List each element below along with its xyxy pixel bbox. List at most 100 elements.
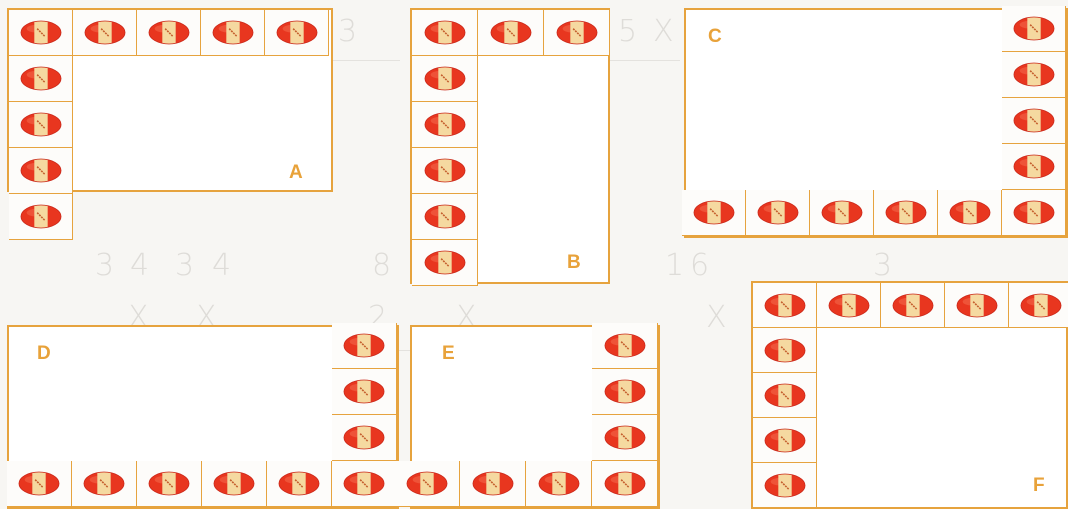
candy-icon bbox=[424, 66, 466, 91]
candy-icon bbox=[20, 112, 62, 137]
candy-icon bbox=[1020, 293, 1062, 318]
candy-cell bbox=[137, 10, 201, 56]
candy-icon bbox=[949, 200, 991, 225]
ghost-char: 3 bbox=[873, 248, 892, 283]
candy-icon bbox=[538, 471, 580, 496]
ghost-line bbox=[600, 60, 680, 61]
candy-icon bbox=[424, 20, 466, 45]
candy-cell bbox=[9, 194, 73, 240]
candy-icon bbox=[148, 471, 190, 496]
candy-cell bbox=[592, 415, 658, 461]
candy-cell bbox=[412, 240, 478, 286]
candy-icon bbox=[604, 333, 646, 358]
candy-cell bbox=[9, 148, 73, 194]
ghost-char: 8 bbox=[372, 248, 391, 283]
candy-cell bbox=[746, 190, 810, 236]
candy-icon bbox=[424, 204, 466, 229]
candy-icon bbox=[212, 20, 254, 45]
candy-icon bbox=[757, 200, 799, 225]
panel-e: E bbox=[410, 325, 660, 509]
candy-icon bbox=[18, 471, 60, 496]
ghost-char: 4 bbox=[130, 248, 149, 283]
candy-cell bbox=[592, 369, 658, 415]
candy-cell bbox=[874, 190, 938, 236]
candy-cell bbox=[267, 461, 332, 507]
candy-cell bbox=[544, 10, 610, 56]
candy-icon bbox=[764, 383, 806, 408]
candy-cell bbox=[412, 56, 478, 102]
panel-label: A bbox=[289, 162, 303, 184]
panel-label: C bbox=[708, 26, 722, 48]
candy-icon bbox=[343, 333, 385, 358]
candy-cell bbox=[478, 10, 544, 56]
candy-icon bbox=[148, 20, 190, 45]
panel-c: C bbox=[684, 8, 1068, 238]
candy-icon bbox=[1013, 108, 1055, 133]
ghost-char: 6 bbox=[690, 248, 709, 283]
candy-cell bbox=[1002, 6, 1066, 52]
candy-icon bbox=[20, 204, 62, 229]
ghost-char: 3 bbox=[95, 248, 114, 283]
candy-cell bbox=[1002, 52, 1066, 98]
candy-cell bbox=[1002, 190, 1066, 236]
candy-icon bbox=[20, 20, 62, 45]
candy-icon bbox=[84, 20, 126, 45]
ghost-char: 1 bbox=[665, 248, 684, 283]
candy-cell bbox=[682, 190, 746, 236]
candy-icon bbox=[604, 379, 646, 404]
candy-cell bbox=[753, 328, 817, 373]
candy-cell bbox=[332, 369, 397, 415]
candy-cell bbox=[526, 461, 592, 507]
candy-cell bbox=[412, 148, 478, 194]
candy-cell bbox=[7, 461, 72, 507]
candy-cell bbox=[72, 461, 137, 507]
candy-cell bbox=[810, 190, 874, 236]
ghost-char: 4 bbox=[212, 248, 231, 283]
candy-icon bbox=[956, 293, 998, 318]
panel-label: F bbox=[1033, 475, 1045, 497]
candy-cell bbox=[592, 323, 658, 369]
panel-label: D bbox=[37, 343, 51, 365]
candy-icon bbox=[343, 425, 385, 450]
panel-label: B bbox=[567, 252, 581, 274]
candy-cell bbox=[945, 283, 1009, 328]
candy-cell bbox=[753, 463, 817, 508]
candy-cell bbox=[460, 461, 526, 507]
candy-cell bbox=[753, 418, 817, 463]
candy-cell bbox=[412, 10, 478, 56]
candy-cell bbox=[332, 461, 397, 507]
candy-cell bbox=[753, 373, 817, 418]
candy-icon bbox=[424, 112, 466, 137]
ghost-char: 3 bbox=[175, 248, 194, 283]
candy-icon bbox=[764, 338, 806, 363]
candy-cell bbox=[332, 415, 397, 461]
candy-cell bbox=[201, 10, 265, 56]
candy-icon bbox=[83, 471, 125, 496]
candy-cell bbox=[412, 194, 478, 240]
candy-cell bbox=[73, 10, 137, 56]
ghost-char: X bbox=[653, 14, 674, 49]
candy-icon bbox=[343, 379, 385, 404]
candy-icon bbox=[278, 471, 320, 496]
candy-icon bbox=[20, 158, 62, 183]
candy-cell bbox=[592, 461, 658, 507]
ghost-char: 5 bbox=[618, 14, 637, 49]
candy-icon bbox=[343, 471, 385, 496]
candy-cell bbox=[1002, 98, 1066, 144]
candy-icon bbox=[424, 158, 466, 183]
candy-cell bbox=[881, 283, 945, 328]
panel-a: A bbox=[7, 8, 333, 192]
candy-icon bbox=[213, 471, 255, 496]
candy-icon bbox=[406, 471, 448, 496]
candy-icon bbox=[1013, 154, 1055, 179]
candy-icon bbox=[556, 20, 598, 45]
candy-cell bbox=[265, 10, 329, 56]
candy-cell bbox=[202, 461, 267, 507]
candy-icon bbox=[892, 293, 934, 318]
ghost-char: X bbox=[706, 300, 727, 335]
panel-d: D bbox=[7, 325, 399, 509]
candy-icon bbox=[20, 66, 62, 91]
candy-cell bbox=[412, 102, 478, 148]
candy-icon bbox=[693, 200, 735, 225]
candy-cell bbox=[9, 102, 73, 148]
